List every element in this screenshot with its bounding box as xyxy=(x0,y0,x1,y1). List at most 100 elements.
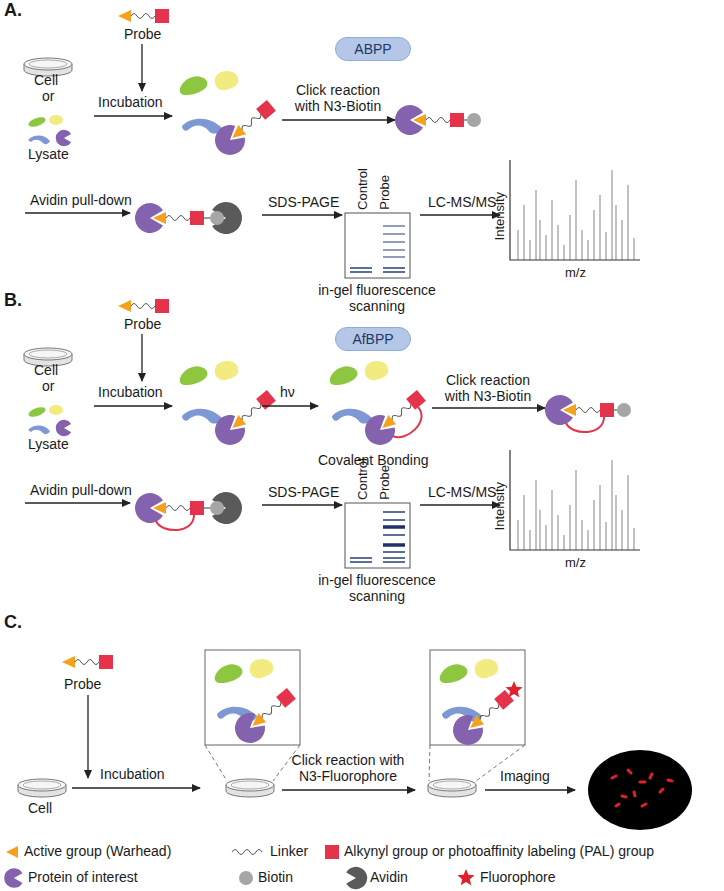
flow-arrow xyxy=(282,789,415,790)
axis-label: Intensity xyxy=(493,192,508,240)
legend-text: Linker xyxy=(270,843,308,859)
step-label: Cell xyxy=(28,800,52,816)
step-label: Avidin pull-down xyxy=(30,192,132,208)
step-label: LC-MS/MS xyxy=(428,484,496,500)
flow-arrow xyxy=(141,334,142,381)
biotin-circle xyxy=(210,501,224,515)
step-label: Avidin pull-down xyxy=(30,482,132,498)
probe-icon xyxy=(118,299,169,313)
legend-text: Fluorophore xyxy=(480,869,556,885)
cell-dish xyxy=(226,779,274,797)
step-label: hν xyxy=(280,384,295,400)
step-label: Incubation xyxy=(100,766,165,782)
protein-mixture xyxy=(215,659,274,722)
legend-text: Alkynyl group or photoaffinity labeling … xyxy=(344,843,654,859)
legend-avidin xyxy=(346,867,367,889)
flow-arrow xyxy=(432,407,545,408)
step-label: Click reaction with N3-Fluorophore xyxy=(282,752,414,784)
step-label: LC-MS/MS xyxy=(428,194,496,210)
flow-arrow xyxy=(141,44,142,91)
legend-fluorophore xyxy=(457,869,474,885)
flow-arrow xyxy=(72,787,200,788)
step-label: Covalent Bonding xyxy=(318,452,429,468)
step-label: Lysate xyxy=(28,146,69,162)
flow-arrow xyxy=(25,502,130,503)
bound-protein xyxy=(229,682,301,749)
method-name: ABPP xyxy=(354,41,391,57)
lysate-icon xyxy=(27,115,71,146)
bound-protein xyxy=(209,94,281,161)
step-label: Click reaction with N3-Biotin xyxy=(282,82,394,114)
step-label: m/z xyxy=(565,266,586,281)
sds-gel xyxy=(345,213,410,278)
bound-protein xyxy=(209,384,281,451)
biotin-circle xyxy=(617,403,631,417)
flow-arrow xyxy=(25,212,130,213)
protein-mixture xyxy=(330,361,389,424)
legend-text: Biotin xyxy=(258,869,293,885)
mass-spectrum xyxy=(510,160,640,260)
legend-warhead xyxy=(6,846,18,858)
bound-protein xyxy=(135,203,204,233)
cell-dish xyxy=(428,779,476,797)
step-label: Click reaction with N3-Biotin xyxy=(432,372,544,404)
crosslinked-protein xyxy=(545,395,614,432)
linker-line xyxy=(611,409,617,410)
step-label: Incubation xyxy=(98,94,163,110)
flow-arrow xyxy=(420,214,500,215)
legend-biotin xyxy=(239,871,253,885)
step-label: in-gel fluorescence scanning xyxy=(312,282,442,314)
bound-protein xyxy=(447,684,519,751)
step-label: Cell xyxy=(34,362,58,378)
flow-arrow xyxy=(282,119,395,120)
legend-tag xyxy=(325,845,339,859)
step-label: Imaging xyxy=(500,768,550,784)
step-label: Lysate xyxy=(28,436,69,452)
linker-line xyxy=(201,217,210,218)
method-pill: AfBPP xyxy=(335,327,411,351)
sds-gel xyxy=(345,503,410,568)
step-label: Probe xyxy=(124,316,161,332)
axis-label: Probe xyxy=(378,465,393,500)
axis-label: Probe xyxy=(378,175,393,210)
probe-icon xyxy=(62,655,113,669)
flow-arrow xyxy=(262,504,342,505)
linker-line xyxy=(201,507,210,508)
flow-arrow xyxy=(485,789,575,790)
linker-line xyxy=(461,119,467,120)
protein-mixture xyxy=(180,361,239,424)
axis-label: Control xyxy=(356,458,371,500)
crosslinked-protein xyxy=(359,384,436,457)
fluorophore-star xyxy=(505,681,522,697)
biotin-circle xyxy=(210,211,224,225)
probe-icon xyxy=(118,9,169,23)
panel-letter: A. xyxy=(4,0,22,21)
step-label: Cell xyxy=(34,72,58,88)
step-label: or xyxy=(42,88,54,104)
legend-text: Protein of interest xyxy=(28,869,138,885)
zoom-frame xyxy=(429,650,525,781)
biotin-circle xyxy=(467,113,481,127)
protein-mixture xyxy=(180,71,239,134)
legend-text: Active group (Warhead) xyxy=(24,843,171,859)
axis-label: Control xyxy=(356,168,371,210)
flow-arrow xyxy=(262,405,318,406)
step-label: Incubation xyxy=(98,384,163,400)
step-label: Probe xyxy=(64,676,101,692)
step-label: SDS-PAGE xyxy=(268,484,339,500)
imaging-result xyxy=(588,750,692,830)
flow-arrow xyxy=(87,695,88,778)
cell-dish xyxy=(18,779,66,797)
axis-label: Intensity xyxy=(493,482,508,530)
method-pill: ABPP xyxy=(335,37,411,61)
mass-spectrum xyxy=(510,450,640,550)
bound-protein xyxy=(395,105,464,135)
step-label: in-gel fluorescence scanning xyxy=(312,572,442,604)
legend-linker xyxy=(232,850,262,855)
panel-letter: C. xyxy=(4,612,22,633)
crosslinked-protein xyxy=(135,493,204,530)
flow-arrow xyxy=(94,405,172,406)
panel-letter: B. xyxy=(4,290,22,311)
